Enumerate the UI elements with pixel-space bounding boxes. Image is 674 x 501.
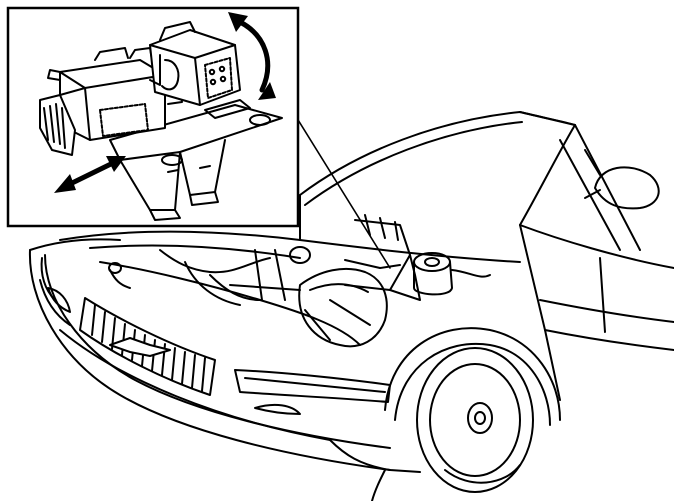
grille [80, 298, 215, 395]
windshield [560, 125, 640, 250]
connector-block [48, 48, 182, 140]
fender [385, 328, 560, 425]
headlight [235, 370, 390, 402]
left-headlight-edge [42, 258, 55, 300]
relay-module [150, 22, 240, 105]
callout-line [295, 115, 390, 268]
open-hood [300, 112, 575, 240]
car-front-view [30, 112, 674, 501]
front-bumper [30, 239, 420, 501]
engine-bay [60, 232, 520, 345]
air-filter-box [299, 260, 400, 346]
battery-box [345, 215, 420, 300]
wheel [417, 348, 533, 492]
body-side [520, 225, 674, 400]
side-mirror [585, 167, 659, 208]
inset-detail [8, 8, 298, 226]
connector-plug [40, 88, 85, 155]
slide-arrow [54, 156, 126, 193]
rotate-arrow [228, 12, 276, 100]
coolant-reservoir [414, 253, 490, 294]
